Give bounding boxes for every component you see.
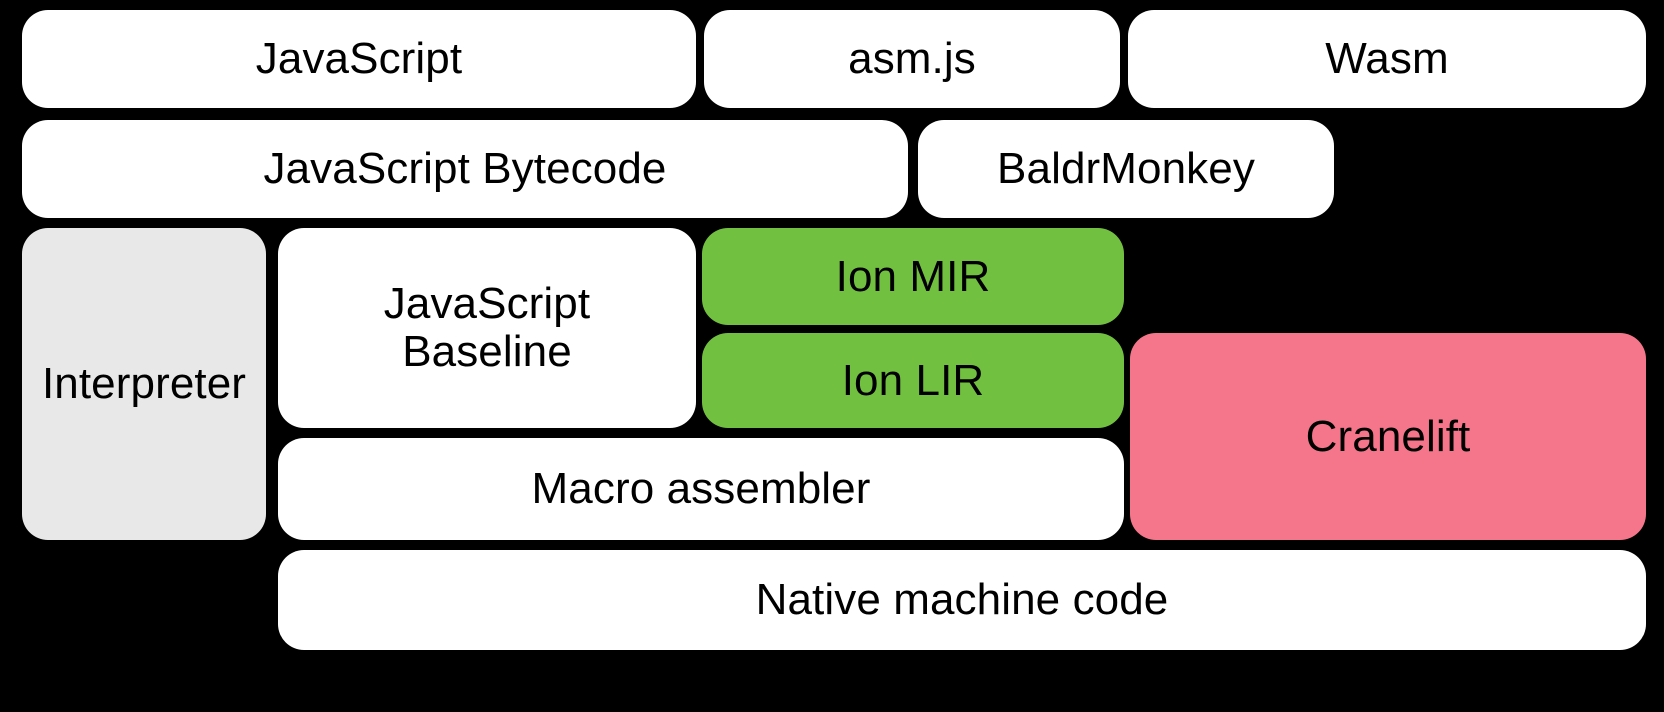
node-javascript-baseline[interactable]: JavaScript Baseline [278,228,696,428]
node-ion-lir[interactable]: Ion LIR [702,333,1124,428]
node-cranelift[interactable]: Cranelift [1130,333,1646,540]
node-macro-assembler[interactable]: Macro assembler [278,438,1124,540]
node-ion-mir[interactable]: Ion MIR [702,228,1124,325]
node-javascript[interactable]: JavaScript [22,10,696,108]
node-baldrmonkey[interactable]: BaldrMonkey [918,120,1334,218]
node-asmjs[interactable]: asm.js [704,10,1120,108]
node-native-machine-code[interactable]: Native machine code [278,550,1646,650]
node-javascript-bytecode[interactable]: JavaScript Bytecode [22,120,908,218]
node-interpreter[interactable]: Interpreter [22,228,266,540]
node-wasm[interactable]: Wasm [1128,10,1646,108]
